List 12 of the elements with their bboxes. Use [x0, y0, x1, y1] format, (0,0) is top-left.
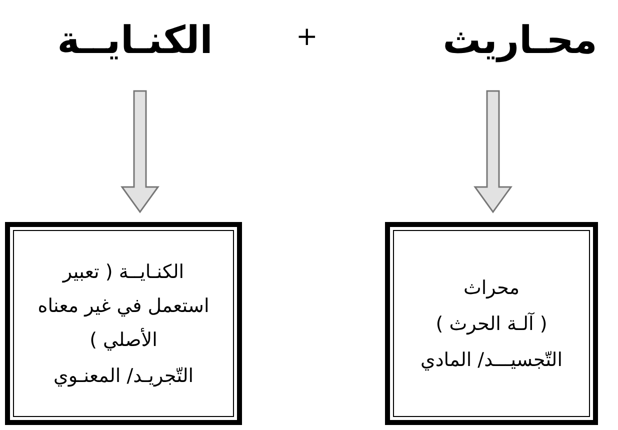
plus-sign: +: [296, 22, 318, 52]
text-box: [385, 222, 598, 425]
title-word: محـاريث: [442, 17, 598, 63]
box-text: الكنـايــة ( تعبير استعمل في غير معناه الأصلي ): [36, 260, 210, 353]
text-box: [5, 222, 242, 425]
block-arrow: [474, 90, 512, 214]
box-text: التّجريـد/ المعنـوي: [52, 364, 195, 389]
box-text: محراث: [462, 276, 521, 301]
box-text: التّجسيـــد/ المادي: [419, 348, 564, 373]
title-word: الكنـايــة: [57, 17, 213, 63]
box-text: ( آلـة الحرث ): [434, 311, 548, 337]
block-arrow: [120, 90, 160, 214]
